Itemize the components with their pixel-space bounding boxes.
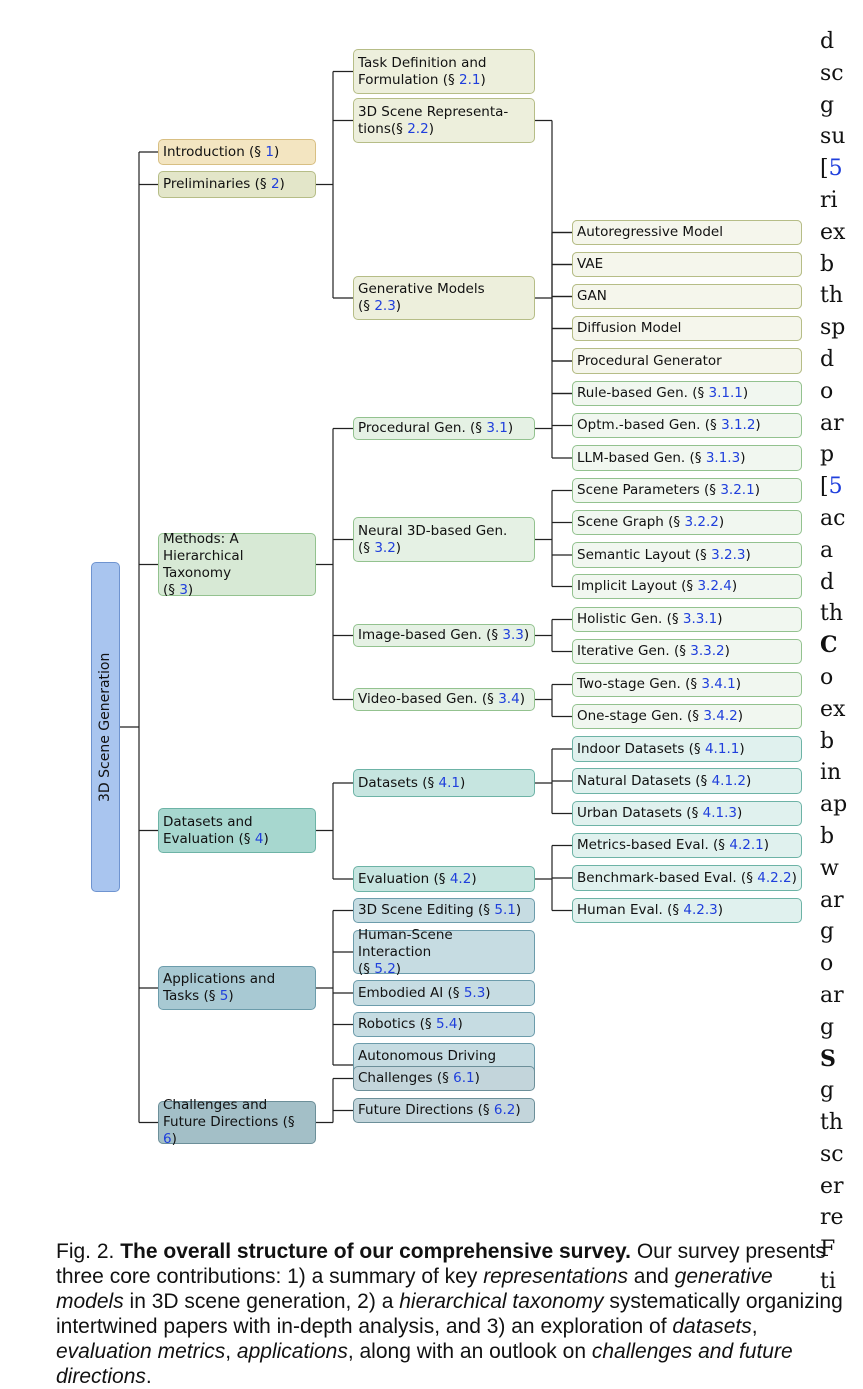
leaf-node: Natural Datasets (§ 4.1.2) bbox=[572, 768, 802, 794]
subsection-node: Task Definition and Formulation (§ 2.1) bbox=[353, 49, 535, 94]
side-text-line: b bbox=[820, 728, 835, 754]
leaf-node: LLM-based Gen. (§ 3.1.3) bbox=[572, 445, 802, 471]
subsection-node: Image-based Gen. (§ 3.3) bbox=[353, 624, 535, 647]
leaf-node: VAE bbox=[572, 252, 802, 277]
leaf-node: Scene Graph (§ 3.2.2) bbox=[572, 510, 802, 535]
side-text-line: d bbox=[820, 29, 835, 54]
leaf-node: Benchmark-based Eval. (§ 4.2.2) bbox=[572, 865, 802, 891]
connector-lines bbox=[120, 70, 572, 1124]
side-text-line: [5 bbox=[820, 156, 843, 182]
side-text-line: in bbox=[820, 760, 842, 786]
side-text-line: er bbox=[820, 1173, 844, 1199]
subsection-node: Procedural Gen. (§ 3.1) bbox=[353, 417, 535, 440]
side-text-line: S bbox=[820, 1045, 836, 1072]
side-text-line: ar bbox=[820, 982, 844, 1008]
leaf-node: Diffusion Model bbox=[572, 316, 802, 341]
side-text-line: ex bbox=[820, 696, 846, 722]
side-text-line: g bbox=[820, 1078, 835, 1104]
side-text-line: w bbox=[820, 855, 839, 881]
leaf-node: Semantic Layout (§ 3.2.3) bbox=[572, 542, 802, 568]
subsection-node: Robotics (§ 5.4) bbox=[353, 1012, 535, 1037]
side-text-line: th bbox=[820, 1110, 844, 1136]
subsection-node: 3D Scene Editing (§ 5.1) bbox=[353, 898, 535, 923]
side-text-line: p bbox=[820, 442, 835, 468]
subsection-node: 3D Scene Representa- tions(§ 2.2) bbox=[353, 98, 535, 143]
side-text-line: su bbox=[820, 124, 846, 150]
side-text-line: g bbox=[820, 1014, 835, 1040]
subsection-node: Challenges (§ 6.1) bbox=[353, 1066, 535, 1091]
leaf-node: GAN bbox=[572, 284, 802, 309]
subsection-node: Neural 3D-based Gen. (§ 3.2) bbox=[353, 517, 535, 562]
side-text-line: th bbox=[820, 283, 844, 309]
leaf-node: Optm.-based Gen. (§ 3.1.2) bbox=[572, 413, 802, 438]
leaf-node: Urban Datasets (§ 4.1.3) bbox=[572, 801, 802, 826]
subsection-node: Future Directions (§ 6.2) bbox=[353, 1098, 535, 1123]
side-text-line: o bbox=[820, 664, 834, 690]
subsection-node: Video-based Gen. (§ 3.4) bbox=[353, 688, 535, 711]
leaf-node: Scene Parameters (§ 3.2.1) bbox=[572, 478, 802, 503]
leaf-node: Implicit Layout (§ 3.2.4) bbox=[572, 574, 802, 599]
figure-caption: Fig. 2. The overall structure of our com… bbox=[56, 1240, 843, 1388]
section-node: Datasets and Evaluation (§ 4) bbox=[158, 808, 316, 853]
side-text-line: ri bbox=[820, 187, 838, 213]
leaf-node: Two-stage Gen. (§ 3.4.1) bbox=[572, 672, 802, 697]
leaf-node: Autoregressive Model bbox=[572, 220, 802, 245]
side-text-line: ar bbox=[820, 887, 844, 913]
side-text-line: o bbox=[820, 378, 834, 404]
section-node: Challenges and Future Directions (§ 6) bbox=[158, 1097, 316, 1147]
side-text-line: [5 bbox=[820, 474, 843, 500]
side-text-line: d bbox=[820, 569, 835, 595]
side-text-line: th bbox=[820, 601, 844, 627]
section-node: Methods: A Hierarchical Taxonomy (§ 3) bbox=[158, 531, 316, 598]
side-text-line: re bbox=[820, 1205, 844, 1231]
leaf-node: Metrics-based Eval. (§ 4.2.1) bbox=[572, 833, 802, 858]
leaf-node: One-stage Gen. (§ 3.4.2) bbox=[572, 704, 802, 729]
leaf-node: Holistic Gen. (§ 3.3.1) bbox=[572, 607, 802, 632]
side-text-line: C bbox=[820, 632, 838, 659]
side-text-line: g bbox=[820, 919, 835, 945]
side-text-line: ti bbox=[820, 1269, 836, 1295]
section-node: Applications and Tasks (§ 5) bbox=[158, 966, 316, 1010]
side-text-line: b bbox=[820, 251, 835, 277]
subsection-node: Evaluation (§ 4.2) bbox=[353, 866, 535, 892]
side-text-line: sc bbox=[820, 60, 844, 86]
subsection-node: Embodied AI (§ 5.3) bbox=[353, 980, 535, 1006]
side-text-line: ap bbox=[820, 792, 848, 818]
leaf-node: Procedural Generator bbox=[572, 348, 802, 374]
subsection-node: Human-Scene Interaction (§ 5.2) bbox=[353, 927, 535, 977]
leaf-node: Human Eval. (§ 4.2.3) bbox=[572, 898, 802, 923]
side-text-line: d bbox=[820, 346, 835, 372]
side-text-line: ac bbox=[820, 505, 846, 531]
subsection-node: Datasets (§ 4.1) bbox=[353, 769, 535, 797]
side-text-line: a bbox=[820, 537, 834, 563]
side-text-line: F bbox=[820, 1237, 836, 1263]
side-text-line: g bbox=[820, 92, 835, 118]
caption-bold: The overall structure of our comprehensi… bbox=[120, 1240, 631, 1263]
side-text-line: o bbox=[820, 951, 834, 977]
side-text-line: b bbox=[820, 823, 835, 849]
leaf-node: Iterative Gen. (§ 3.3.2) bbox=[572, 639, 802, 664]
side-text-line: ar bbox=[820, 410, 844, 436]
leaf-node: Indoor Datasets (§ 4.1.1) bbox=[572, 736, 802, 762]
subsection-node: Generative Models (§ 2.3) bbox=[353, 276, 535, 320]
leaf-node: Rule-based Gen. (§ 3.1.1) bbox=[572, 381, 802, 406]
side-text-line: sp bbox=[820, 315, 846, 341]
root-node: 3D Scene Generation bbox=[91, 562, 120, 892]
section-node: Preliminaries (§ 2) bbox=[158, 171, 316, 198]
side-text-line: sc bbox=[820, 1141, 844, 1167]
side-text-line: ex bbox=[820, 219, 846, 245]
section-node: Introduction (§ 1) bbox=[158, 139, 316, 165]
